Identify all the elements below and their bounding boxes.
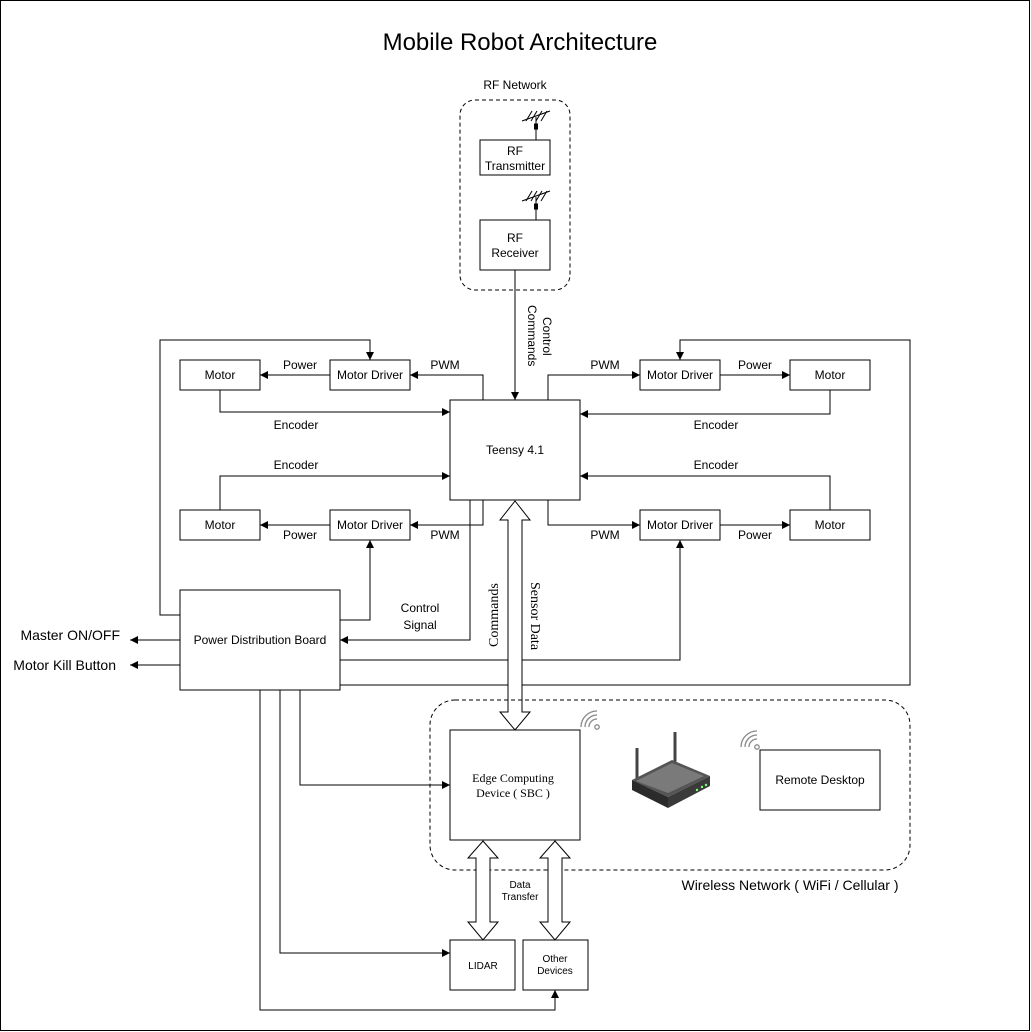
motor-label: Motor	[815, 368, 846, 382]
encoder-label: Encoder	[274, 418, 319, 432]
pwm-arrow	[547, 371, 640, 400]
rf-transmitter-box	[479, 139, 551, 176]
other-devices-label-1: Other	[542, 954, 568, 965]
control-commands-label-1: Control	[540, 317, 554, 356]
data-transfer-label-2: Transfer	[502, 892, 540, 903]
rf-receiver-box	[479, 219, 551, 271]
other-devices-box	[522, 939, 589, 991]
sensor-data-label: Sensor Data	[527, 582, 542, 651]
encoder-arrow	[580, 472, 831, 510]
power-line-top-right-driver	[340, 339, 911, 686]
power-label: Power	[738, 358, 772, 372]
power-label: Power	[738, 528, 772, 542]
lidar-box	[449, 939, 516, 991]
kill-button-label: Motor Kill Button	[13, 657, 116, 673]
edge-device-label-1: Edge Computing	[472, 771, 554, 785]
power-line-bottom-right-driver	[340, 540, 684, 661]
motor-top-right	[789, 359, 871, 391]
motor-driver-label: Motor Driver	[647, 518, 713, 532]
motor-label: Motor	[205, 368, 236, 382]
power-distribution-board-label: Power Distribution Board	[194, 633, 327, 647]
wireless-network-label: Wireless Network ( WiFi / Cellular )	[681, 877, 898, 893]
rf-receiver-label-2: Receiver	[491, 246, 538, 260]
edge-computing-device	[449, 729, 581, 841]
pwm-label: PWM	[590, 358, 619, 372]
encoder-label: Encoder	[694, 458, 739, 472]
encoder-arrow	[580, 390, 831, 418]
wifi-icon	[740, 730, 760, 750]
rf-receiver-label-1: RF	[507, 231, 523, 245]
other-devices-label-2: Devices	[537, 966, 573, 977]
wifi-icon	[580, 710, 600, 730]
power-line-bottom-left-driver	[340, 540, 374, 621]
pwm-arrow	[547, 500, 640, 529]
power-label: Power	[283, 528, 317, 542]
motor-label: Motor	[815, 518, 846, 532]
router-icon	[632, 732, 710, 808]
motor-bottom-left	[179, 509, 261, 541]
rf-transmitter-label-1: RF	[507, 144, 523, 158]
encoder-arrow	[219, 390, 450, 416]
rf-network-label: RF Network	[483, 78, 547, 92]
motor-driver-bottom-left	[329, 509, 411, 541]
encoder-label: Encoder	[274, 458, 319, 472]
power-line-other-devices	[259, 690, 559, 1011]
diagram-title: Mobile Robot Architecture	[383, 29, 658, 56]
teensy-label: Teensy 4.1	[486, 443, 544, 457]
remote-desktop-box	[759, 749, 881, 811]
pwm-label: PWM	[590, 528, 619, 542]
teensy-box	[449, 399, 581, 501]
edge-device-label-2: Device ( SBC )	[476, 786, 550, 800]
commands-label: Commands	[487, 583, 502, 647]
motor-label: Motor	[205, 518, 236, 532]
power-line-top-left-driver	[159, 339, 374, 616]
pwm-label: PWM	[430, 528, 459, 542]
data-transfer-label-1: Data	[509, 880, 531, 891]
control-signal-arrow	[340, 500, 471, 644]
antenna-icon	[521, 190, 551, 220]
rf-network-group	[459, 99, 571, 291]
remote-desktop-label: Remote Desktop	[775, 773, 865, 787]
encoder-arrow	[219, 472, 450, 510]
motor-driver-label: Motor Driver	[337, 368, 403, 382]
antenna-icon	[521, 110, 551, 140]
pwm-arrow	[410, 500, 484, 529]
power-label: Power	[283, 358, 317, 372]
lidar-label: LIDAR	[468, 961, 497, 972]
control-signal-label-1: Control	[401, 601, 440, 615]
pwm-label: PWM	[430, 358, 459, 372]
rf-transmitter-label-2: Transmitter	[485, 159, 545, 173]
power-line-lidar	[279, 690, 450, 957]
power-distribution-board	[179, 589, 341, 691]
encoder-label: Encoder	[694, 418, 739, 432]
pwm-arrow	[410, 371, 484, 400]
motor-driver-label: Motor Driver	[647, 368, 713, 382]
control-commands-label-2: Commands	[525, 305, 539, 366]
master-switch-label: Master ON/OFF	[20, 627, 120, 643]
control-signal-label-2: Signal	[403, 618, 436, 632]
motor-driver-label: Motor Driver	[337, 518, 403, 532]
power-line-edge-device	[299, 690, 450, 789]
